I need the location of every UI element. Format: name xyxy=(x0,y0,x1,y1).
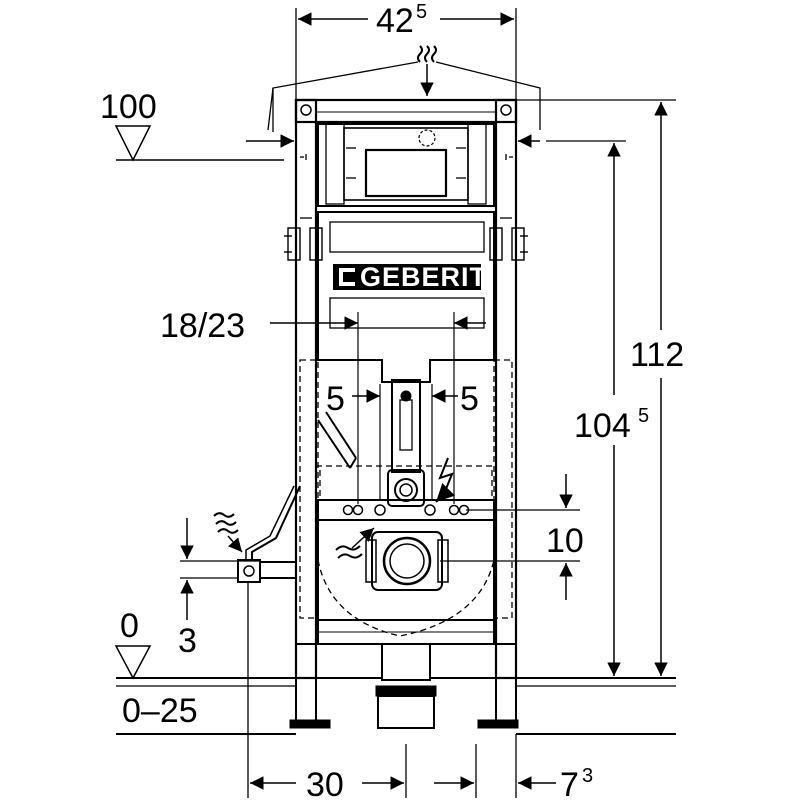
height-dimensions: 112 104 5 xyxy=(516,99,684,679)
dim-top-width: 42 xyxy=(376,2,414,40)
dim-range-0-25: 0–25 xyxy=(122,692,198,730)
geberit-logo: GEBERIT xyxy=(333,262,487,292)
reference-100: 100 xyxy=(100,88,294,162)
dim-floor-0: 0 xyxy=(120,607,139,645)
dim-112: 112 xyxy=(630,336,684,374)
water-steam-icon xyxy=(213,512,243,553)
dim-104: 104 xyxy=(574,407,631,445)
dim-18-23: 18/23 xyxy=(160,307,245,345)
dim-bottom-7: 7 xyxy=(560,766,579,800)
electric-bolt-icon xyxy=(435,457,456,503)
dim-104-sup: 5 xyxy=(638,405,649,427)
bottom-dimensions: 30 7 3 xyxy=(247,582,593,804)
dim-18-23-group: 18/23 xyxy=(160,307,486,504)
dim-5-right: 5 xyxy=(460,380,479,418)
water-steam-icon xyxy=(417,45,437,96)
logo-text: GEBERIT xyxy=(360,262,487,292)
dim-top-width-sup: 5 xyxy=(416,1,427,23)
dim-100: 100 xyxy=(100,88,157,126)
dim-bottom-7-sup: 3 xyxy=(582,765,593,787)
dim-5-left: 5 xyxy=(326,380,345,418)
top-width-dimension: 42 5 xyxy=(295,1,517,100)
floor-reference: 0 0–25 xyxy=(114,607,676,735)
dim-10-group: 10 xyxy=(440,474,584,600)
dim-5-group: 5 5 xyxy=(326,380,479,500)
top-bracket xyxy=(267,61,541,132)
installation-frame xyxy=(237,98,528,729)
dim-3: 3 xyxy=(178,622,197,660)
water-steam-icon xyxy=(335,527,375,559)
dim-10: 10 xyxy=(546,522,584,560)
dim-bottom-30: 30 xyxy=(306,766,344,800)
dim-3-group: 3 xyxy=(178,518,260,660)
